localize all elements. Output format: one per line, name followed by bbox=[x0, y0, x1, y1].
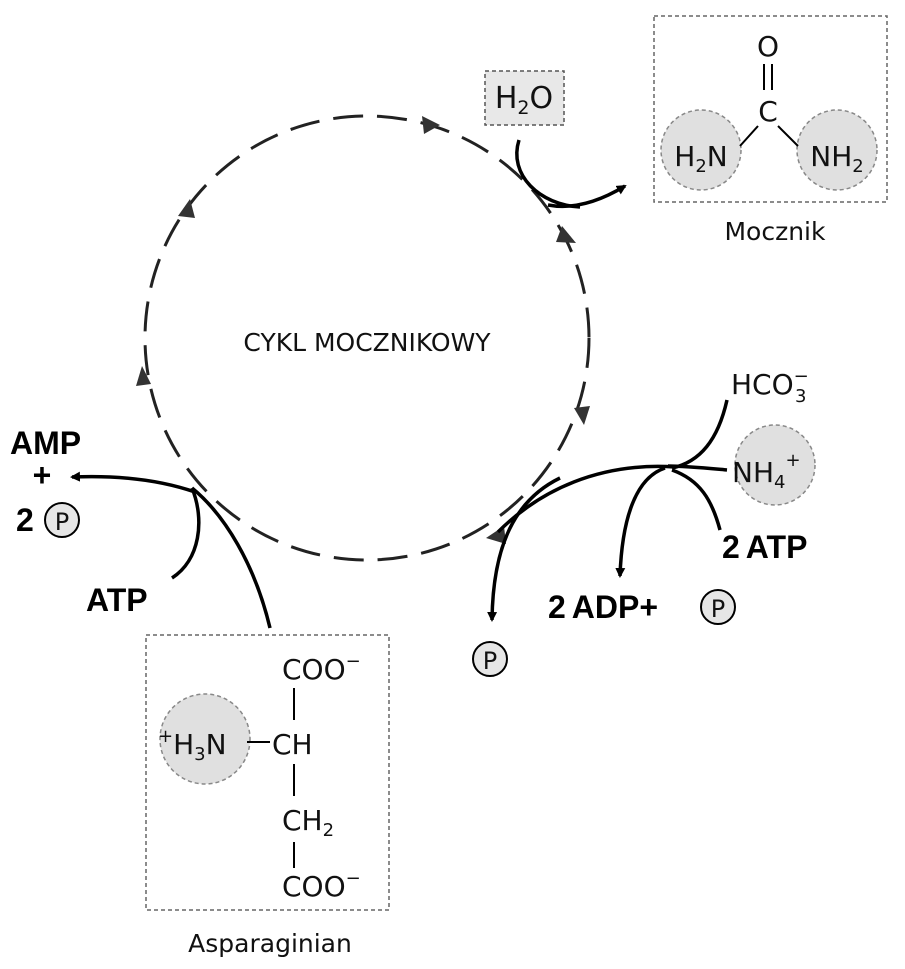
water-label: H2O bbox=[495, 81, 553, 119]
released-phosphate-circle bbox=[472, 641, 508, 677]
cycle-arrow-left bbox=[136, 366, 151, 386]
water-box: H2O bbox=[484, 70, 565, 126]
products-phosphate-label: P bbox=[711, 595, 725, 623]
aspartate-name: Asparaginian bbox=[188, 929, 352, 958]
urea-name: Mocznik bbox=[724, 217, 826, 246]
ammonium-label: NH4+ bbox=[732, 450, 801, 493]
urea-left-amine-highlight bbox=[660, 109, 742, 191]
atp-left-label: ATP bbox=[86, 582, 148, 618]
aspartate-entry-curve bbox=[190, 486, 272, 629]
aspartate-alpha-carbon: CH bbox=[272, 728, 313, 761]
phosphate-release-arrow bbox=[487, 476, 561, 622]
urea-left-group: H2N bbox=[674, 140, 727, 177]
cycle-arrow-top bbox=[422, 116, 440, 134]
water-arrow bbox=[515, 139, 581, 209]
urea-carbon: C bbox=[758, 95, 778, 128]
urea-right-amine-highlight bbox=[796, 109, 878, 191]
aspartate-bottom-group: COO− bbox=[282, 868, 361, 903]
aspartate-amine-highlight bbox=[159, 693, 251, 785]
aspartate-top-group: COO− bbox=[282, 651, 361, 686]
urea-bond-right bbox=[777, 125, 799, 147]
released-phosphate-label: P bbox=[483, 647, 497, 675]
amp-label: AMP bbox=[10, 425, 81, 461]
amp-release-arrow bbox=[70, 471, 196, 494]
urea-right-group: NH2 bbox=[810, 140, 863, 177]
bicarbonate-curve bbox=[671, 399, 729, 470]
urea-box: O C H2N NH2 bbox=[653, 15, 888, 203]
urea-bond-left bbox=[739, 125, 759, 147]
aspartate-box: COO− +H3N CH CH2 COO− bbox=[145, 634, 390, 911]
left-phosphate-label: P bbox=[55, 508, 69, 536]
cycle-label: CYKL MOCZNIKOWY bbox=[243, 328, 491, 357]
aspartate-methylene: CH2 bbox=[282, 804, 334, 841]
aspartate-amino-group: +H3N bbox=[158, 726, 227, 765]
bicarbonate-subscript: 3 bbox=[795, 386, 806, 407]
adp-branch-arrow bbox=[615, 466, 666, 578]
atp-left-curve bbox=[171, 487, 201, 580]
products-phosphate-circle bbox=[700, 589, 736, 625]
urea-oxygen: O bbox=[757, 30, 779, 63]
cycle-arrow-upper-left bbox=[178, 199, 195, 218]
cycle-arrow-top-right bbox=[556, 226, 576, 243]
atp-right-curve bbox=[671, 468, 722, 531]
ammonium-highlight bbox=[734, 424, 816, 506]
left-phosphate-circle bbox=[44, 502, 80, 538]
bicarbonate-label: HCO− bbox=[731, 366, 809, 401]
left-phosphate-coef: 2 bbox=[16, 502, 34, 538]
amp-plus: + bbox=[33, 457, 52, 493]
urea-release-arrow bbox=[547, 184, 627, 209]
cycle-arrow-right bbox=[574, 406, 590, 425]
